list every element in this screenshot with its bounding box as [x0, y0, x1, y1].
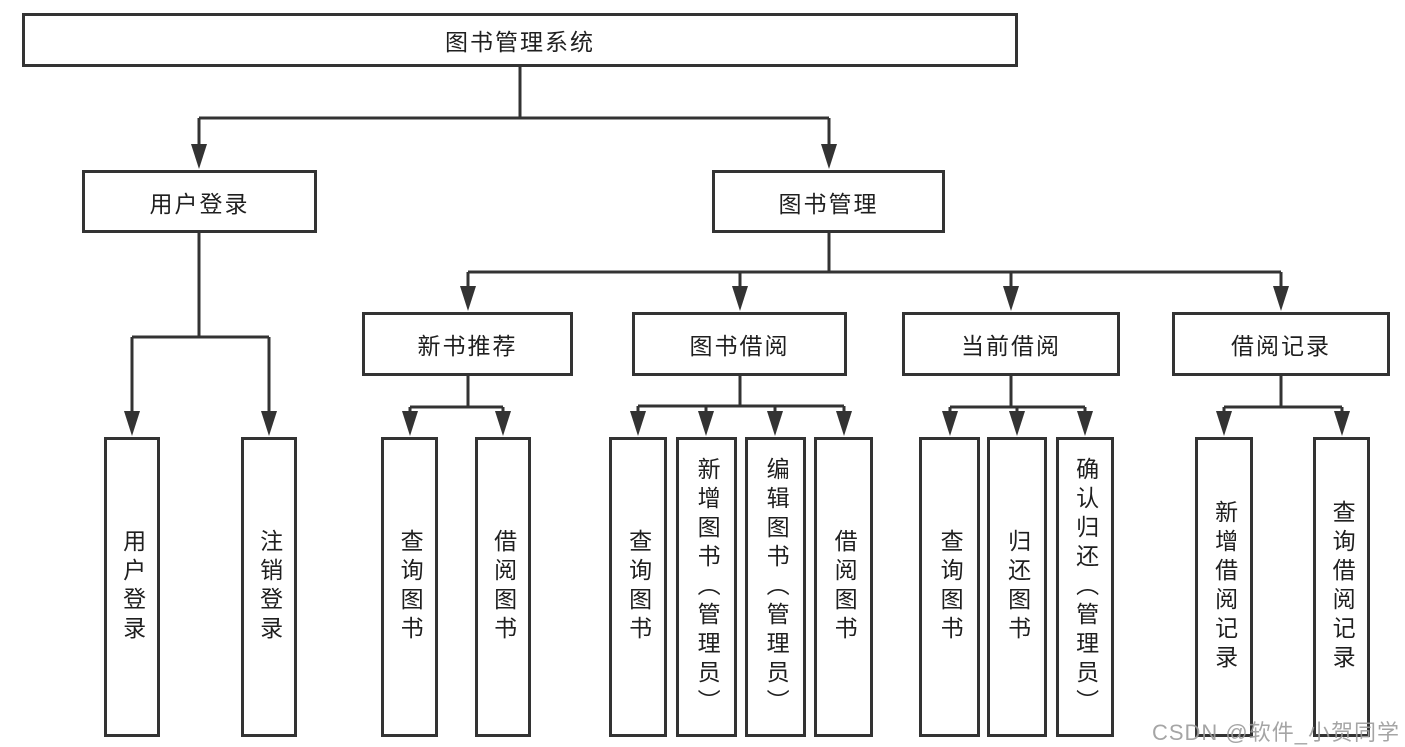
node-label: 新增借阅记录	[1211, 500, 1238, 674]
leaf-return-books: 归还图书	[987, 437, 1047, 737]
node-label: 确认归还（管理员）	[1072, 456, 1099, 718]
arrowhead	[402, 411, 418, 436]
node-label: 借阅图书	[490, 529, 517, 645]
node-current-borrowing: 当前借阅	[902, 312, 1120, 376]
leaf-query-books-2: 查询图书	[609, 437, 667, 737]
node-label: 新增图书（管理员）	[694, 456, 721, 718]
node-label: 用户登录	[149, 190, 250, 217]
node-label: 编辑图书（管理员）	[763, 456, 790, 718]
arrowhead	[191, 144, 207, 169]
leaf-borrow-books-2: 借阅图书	[814, 437, 873, 737]
arrowhead	[1273, 286, 1289, 311]
leaf-add-borrow-record: 新增借阅记录	[1195, 437, 1253, 737]
arrowhead	[630, 411, 646, 436]
arrowheads	[124, 144, 1350, 436]
watermark: CSDN @软件_小贺同学	[1151, 720, 1400, 745]
arrowhead	[836, 411, 852, 436]
arrowhead	[124, 411, 140, 436]
arrowhead	[1334, 411, 1350, 436]
arrowhead	[1216, 411, 1232, 436]
leaf-confirm-return-admin: 确认归还（管理员）	[1056, 437, 1114, 737]
node-label: 新书推荐	[417, 333, 518, 359]
node-book-management: 图书管理	[712, 170, 945, 233]
arrowhead	[261, 411, 277, 436]
node-new-book-recommend: 新书推荐	[362, 312, 573, 376]
node-root: 图书管理系统	[22, 13, 1018, 67]
node-borrow-records: 借阅记录	[1172, 312, 1390, 376]
node-label: 图书管理系统	[445, 29, 595, 55]
leaf-query-books-1: 查询图书	[381, 437, 438, 737]
node-label: 查询图书	[625, 529, 652, 645]
node-label: 查询借阅记录	[1329, 500, 1356, 674]
arrowhead	[767, 411, 783, 436]
node-label: 图书管理	[778, 190, 879, 217]
node-label: 用户登录	[119, 529, 146, 645]
node-label: 查询图书	[397, 529, 424, 645]
leaf-logout: 注销登录	[241, 437, 297, 737]
node-label: 查询图书	[937, 529, 964, 645]
leaf-edit-books-admin: 编辑图书（管理员）	[745, 437, 806, 737]
arrowhead	[698, 411, 714, 436]
node-label: 图书借阅	[689, 333, 790, 359]
leaf-query-borrow-record: 查询借阅记录	[1313, 437, 1370, 737]
leaf-borrow-books-1: 借阅图书	[475, 437, 531, 737]
node-label: 借阅图书	[831, 529, 858, 645]
arrowhead	[1077, 411, 1093, 436]
arrowhead	[1003, 286, 1019, 311]
node-label: 归还图书	[1004, 529, 1031, 645]
node-label: 借阅记录	[1231, 333, 1331, 359]
leaf-user-login: 用户登录	[104, 437, 160, 737]
arrowhead	[821, 144, 837, 169]
arrowhead	[1009, 411, 1025, 436]
node-label: 当前借阅	[961, 333, 1061, 359]
node-label: 注销登录	[256, 529, 283, 645]
arrowhead	[732, 286, 748, 311]
arrowhead	[942, 411, 958, 436]
leaf-query-books-3: 查询图书	[919, 437, 980, 737]
arrowhead	[460, 286, 476, 311]
node-book-borrowing: 图书借阅	[632, 312, 847, 376]
leaf-add-books-admin: 新增图书（管理员）	[676, 437, 737, 737]
node-user-login: 用户登录	[82, 170, 317, 233]
arrowhead	[495, 411, 511, 436]
